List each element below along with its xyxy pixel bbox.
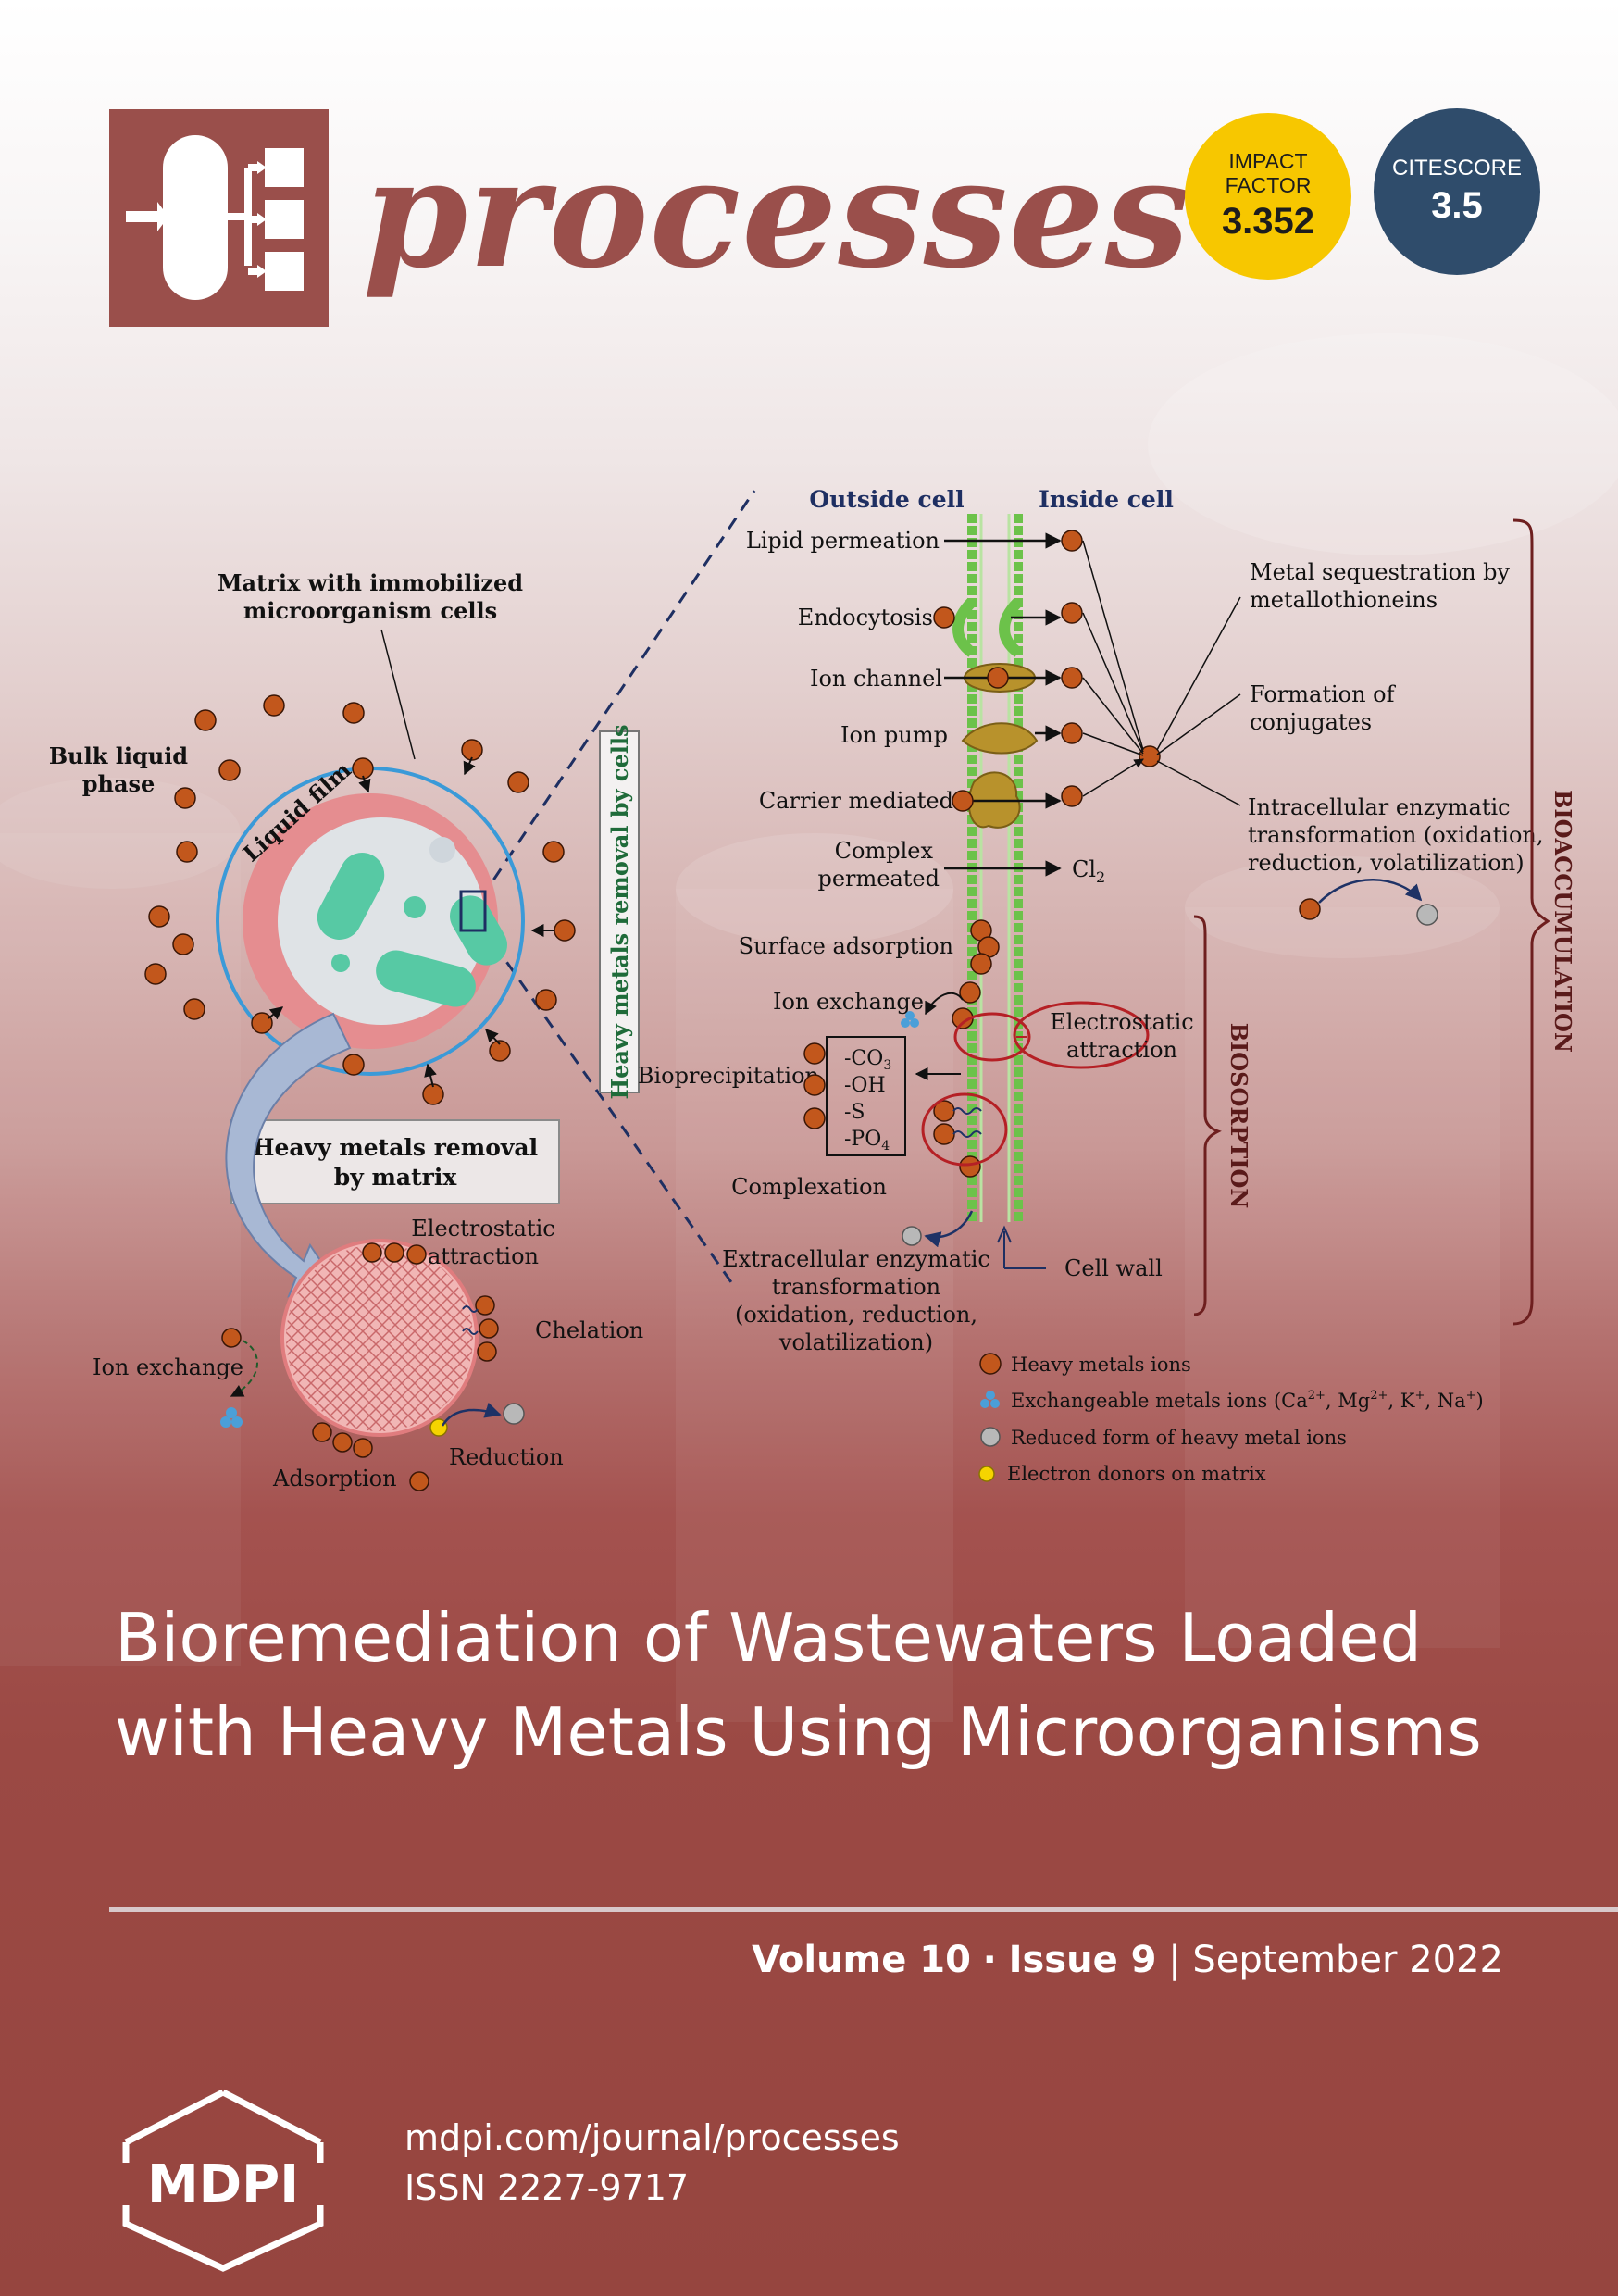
legend-heavy-metal-icon (979, 1353, 1002, 1375)
endocytosis-label: Endocytosis (798, 605, 933, 630)
carrier-mediated-label: Carrier mediated (759, 788, 953, 814)
bioaccumulation-bracket (1512, 518, 1550, 1326)
intracellular-label: Intracellular enzymatic (1248, 794, 1511, 820)
extracellular-label-2: transformation (772, 1274, 940, 1300)
issue-date: September 2022 (1192, 1939, 1503, 1981)
matrix-electrostatic-label-2: attraction (428, 1243, 539, 1269)
membrane-electrostatic-label: Electrostatic (1050, 1009, 1193, 1035)
bulk-liquid-label-2: phase (82, 770, 156, 797)
group-s: -S (844, 1101, 865, 1124)
group-po4: -PO4 (844, 1128, 890, 1154)
biosorption-label: BIOSORPTION (1226, 1023, 1252, 1209)
impact-factor-value: 3.352 (1221, 201, 1315, 243)
extracellular-label-4: volatilization) (778, 1329, 933, 1355)
biosorption-bracket (1193, 915, 1222, 1316)
extracellular-label: Extracellular enzymatic (722, 1246, 990, 1272)
intracellular-label-2: transformation (oxidation, (1248, 822, 1543, 848)
legend-reduced-label: Reduced form of heavy metal ions (1011, 1427, 1347, 1449)
impact-factor-label: IMPACT (1228, 148, 1308, 173)
removal-by-cells-label: Heavy metals removal by cells (606, 724, 633, 1099)
complexation-label: Complexation (731, 1174, 887, 1200)
legend-exchangeable-icon (980, 1391, 1000, 1408)
bulk-metal-ions (144, 694, 576, 1105)
issn: ISSN 2227-9717 (404, 2167, 690, 2208)
journal-name: processes (363, 126, 1191, 302)
volume: Volume 10 (752, 1939, 971, 1981)
sequestration-label-2: metallothioneins (1250, 587, 1438, 613)
bioaccumulation-label: BIOACCUMULATION (1550, 790, 1576, 1053)
complex-label-2: permeated (817, 866, 940, 892)
journal-url[interactable]: mdpi.com/journal/processes (404, 2117, 900, 2158)
mdpi-logo: MDPI (107, 2087, 339, 2272)
surface-adsorption-label: Surface adsorption (739, 933, 953, 959)
legend-electron-donor-label: Electron donors on matrix (1007, 1463, 1266, 1485)
issue-info: Volume 10 · Issue 9 | September 2022 (752, 1939, 1503, 1981)
functional-groups-box (826, 1036, 906, 1156)
article-title: Bioremediation of Wastewaters Loaded wit… (115, 1599, 1482, 1771)
removal-by-matrix-label: Heavy metals removal (253, 1134, 538, 1161)
processes-logo-icon (126, 135, 304, 300)
legend-reduced-icon (980, 1427, 1001, 1447)
bulk-liquid-label: Bulk liquid (49, 742, 188, 769)
cl2-label: Cl2 (1072, 856, 1105, 886)
journal-logo (109, 109, 329, 327)
matrix-electrostatic-label: Electrostatic (411, 1216, 554, 1242)
removal-by-matrix-label-2: by matrix (334, 1164, 458, 1191)
inside-cell-label: Inside cell (1039, 486, 1174, 513)
outside-cell-label: Outside cell (809, 486, 964, 513)
chelation-label: Chelation (535, 1317, 643, 1343)
citescore-value: 3.5 (1431, 184, 1483, 226)
matrix-label: Matrix with immobilized (218, 569, 523, 596)
extracellular-label-3: (oxidation, reduction, (735, 1302, 977, 1328)
microorganism-cell (376, 950, 476, 1007)
issue-number: Issue 9 (1008, 1939, 1157, 1981)
issue-separator: · (982, 1939, 997, 1981)
ion-channel-label: Ion channel (810, 666, 942, 692)
mdpi-hexagon-icon: MDPI (122, 2089, 324, 2272)
microorganism-cell (317, 853, 385, 940)
zoom-line-bottom (479, 925, 733, 1283)
membrane-electrostatic-label-2: attraction (1066, 1037, 1177, 1063)
zoom-line-top (479, 490, 756, 899)
matrix-ion-exchange-label: Ion exchange (93, 1354, 243, 1380)
sequestration-label: Metal sequestration by (1250, 559, 1511, 585)
conjugates-label: Formation of (1250, 681, 1397, 707)
issue-bar: | (1168, 1939, 1181, 1981)
ion-pump-icon (961, 722, 1039, 755)
complex-label: Complex (835, 838, 934, 864)
conjugates-label-2: conjugates (1250, 709, 1372, 735)
membrane-ion-exchange-label: Ion exchange (773, 989, 924, 1015)
removal-by-cells-box (599, 730, 640, 1093)
group-co3: -CO3 (844, 1047, 891, 1073)
citescore-badge: CITESCORE 3.5 (1374, 108, 1540, 275)
citescore-label: CITESCORE (1391, 156, 1522, 181)
figure-legend: Heavy metals ions Exchangeable metals io… (978, 1353, 1484, 1485)
cover-figure: Matrix with immobilized microorganism ce… (0, 463, 1618, 1509)
group-oh: -OH (844, 1074, 886, 1097)
impact-factor-badge: IMPACT FACTOR 3.352 (1185, 113, 1351, 280)
adsorption-label: Adsorption (272, 1466, 397, 1491)
cell-wall-label: Cell wall (1064, 1255, 1163, 1281)
reduction-label: Reduction (449, 1444, 564, 1470)
zoom-box (459, 890, 487, 932)
intracellular-label-3: reduction, volatilization) (1248, 850, 1525, 876)
impact-factor-label-2: FACTOR (1225, 172, 1312, 197)
removal-by-matrix-box (230, 1119, 560, 1204)
legend-heavy-metal-label: Heavy metals ions (1011, 1354, 1191, 1376)
bioprecipitation-label: Bioprecipitation (638, 1063, 819, 1089)
legend-exchangeable-label: Exchangeable metals ions (Ca2+, Mg2+, K+… (1011, 1389, 1484, 1412)
legend-electron-donor-icon (978, 1466, 995, 1482)
ion-pump-label: Ion pump (840, 722, 948, 748)
lipid-permeation-label: Lipid permeation (746, 528, 940, 554)
mdpi-logo-text: MDPI (147, 2154, 299, 2215)
divider (109, 1907, 1618, 1912)
matrix-label-2: microorganism cells (243, 597, 497, 624)
bioremediation-diagram: Matrix with immobilized microorganism ce… (49, 486, 1576, 1491)
